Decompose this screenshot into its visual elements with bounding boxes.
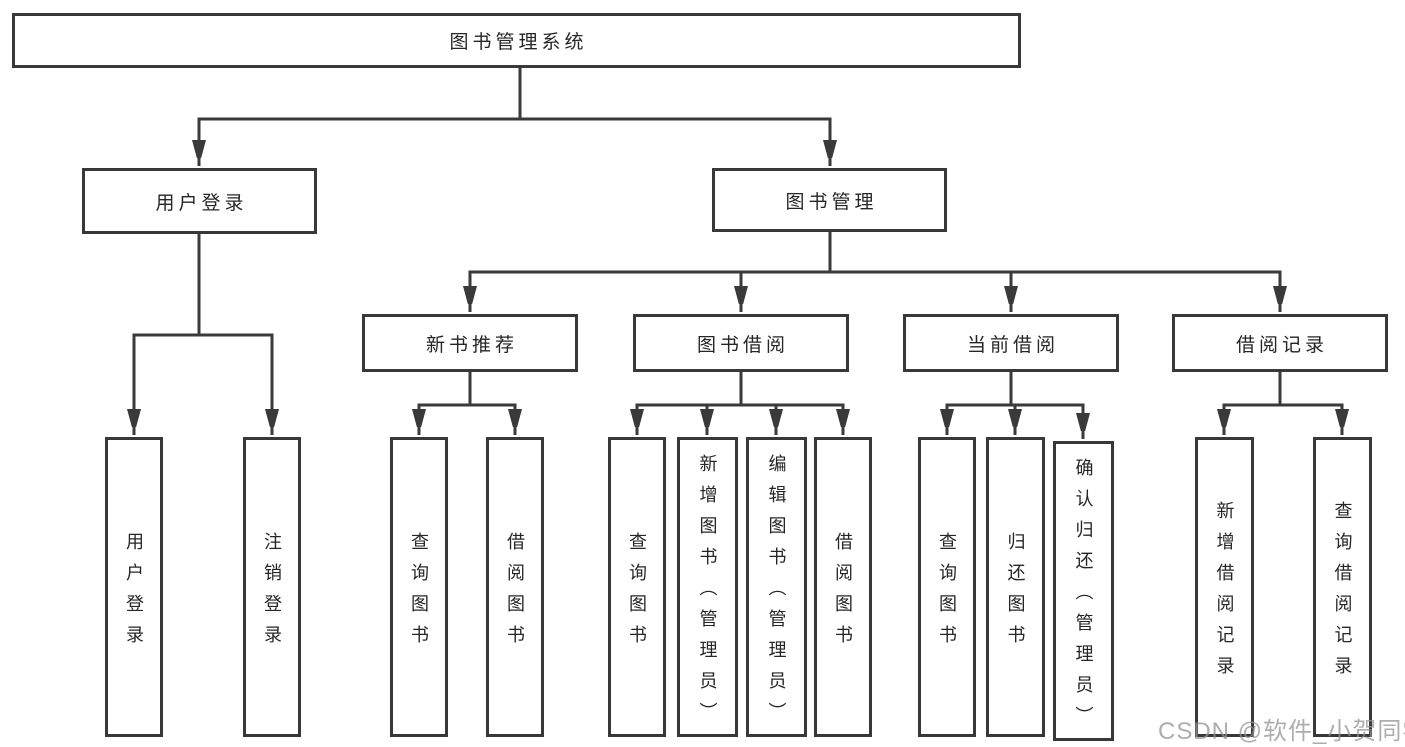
node-book-management: 图书管理 <box>712 168 947 232</box>
node-book-borrowing: 图书借阅 <box>633 314 849 372</box>
node-current-borrowing: 当前借阅 <box>903 314 1119 372</box>
node-leaf-add-borrow-record-label: 新增借阅记录 <box>1214 500 1235 687</box>
node-new-book-recommend: 新书推荐 <box>362 314 578 372</box>
node-leaf-return-books: 归还图书 <box>986 437 1045 737</box>
node-book-management-label: 图书管理 <box>785 191 878 213</box>
node-new-book-recommend-label: 新书推荐 <box>425 334 518 356</box>
node-leaf-user-login: 用户登录 <box>105 437 163 737</box>
node-leaf-borrow-books-recommend: 借阅图书 <box>486 437 544 737</box>
node-leaf-add-book-admin: 新增图书（管理员） <box>677 437 738 737</box>
node-current-borrowing-label: 当前借阅 <box>966 334 1059 356</box>
node-leaf-confirm-return-admin: 确认归还（管理员） <box>1053 441 1114 741</box>
node-user-login-label: 用户登录 <box>155 192 248 214</box>
node-leaf-borrow-books-label: 借阅图书 <box>833 531 853 656</box>
node-root: 图书管理系统 <box>12 13 1021 68</box>
node-leaf-add-borrow-record: 新增借阅记录 <box>1195 437 1254 737</box>
node-root-label: 图书管理系统 <box>449 32 588 53</box>
node-leaf-edit-book-admin: 编辑图书（管理员） <box>746 437 807 737</box>
node-leaf-query-books-recommend: 查询图书 <box>390 437 448 737</box>
node-leaf-return-books-label: 归还图书 <box>1005 531 1026 656</box>
node-leaf-edit-book-admin-label: 编辑图书（管理员） <box>766 454 787 733</box>
node-leaf-logout-label: 注销登录 <box>262 531 282 656</box>
node-borrowing-records: 借阅记录 <box>1172 314 1388 372</box>
node-leaf-query-books-borrow-label: 查询图书 <box>627 531 647 656</box>
node-book-borrowing-label: 图书借阅 <box>696 334 789 356</box>
node-leaf-query-books-recommend-label: 查询图书 <box>409 531 429 656</box>
node-leaf-borrow-books-recommend-label: 借阅图书 <box>505 531 525 656</box>
node-leaf-add-book-admin-label: 新增图书（管理员） <box>697 454 718 733</box>
csdn-watermark: CSDN @软件_小贺同学 <box>1158 718 1405 745</box>
node-leaf-query-borrow-record: 查询借阅记录 <box>1313 437 1372 737</box>
node-leaf-logout: 注销登录 <box>243 437 301 737</box>
node-borrowing-records-label: 借阅记录 <box>1235 334 1328 356</box>
node-leaf-query-books-current: 查询图书 <box>918 437 976 737</box>
node-leaf-query-books-borrow: 查询图书 <box>608 437 666 737</box>
node-leaf-borrow-books: 借阅图书 <box>814 437 872 737</box>
node-leaf-user-login-label: 用户登录 <box>124 531 144 656</box>
node-leaf-query-borrow-record-label: 查询借阅记录 <box>1332 500 1353 687</box>
node-leaf-query-books-current-label: 查询图书 <box>937 531 957 656</box>
node-user-login: 用户登录 <box>82 168 317 234</box>
node-leaf-confirm-return-admin-label: 确认归还（管理员） <box>1073 458 1094 737</box>
